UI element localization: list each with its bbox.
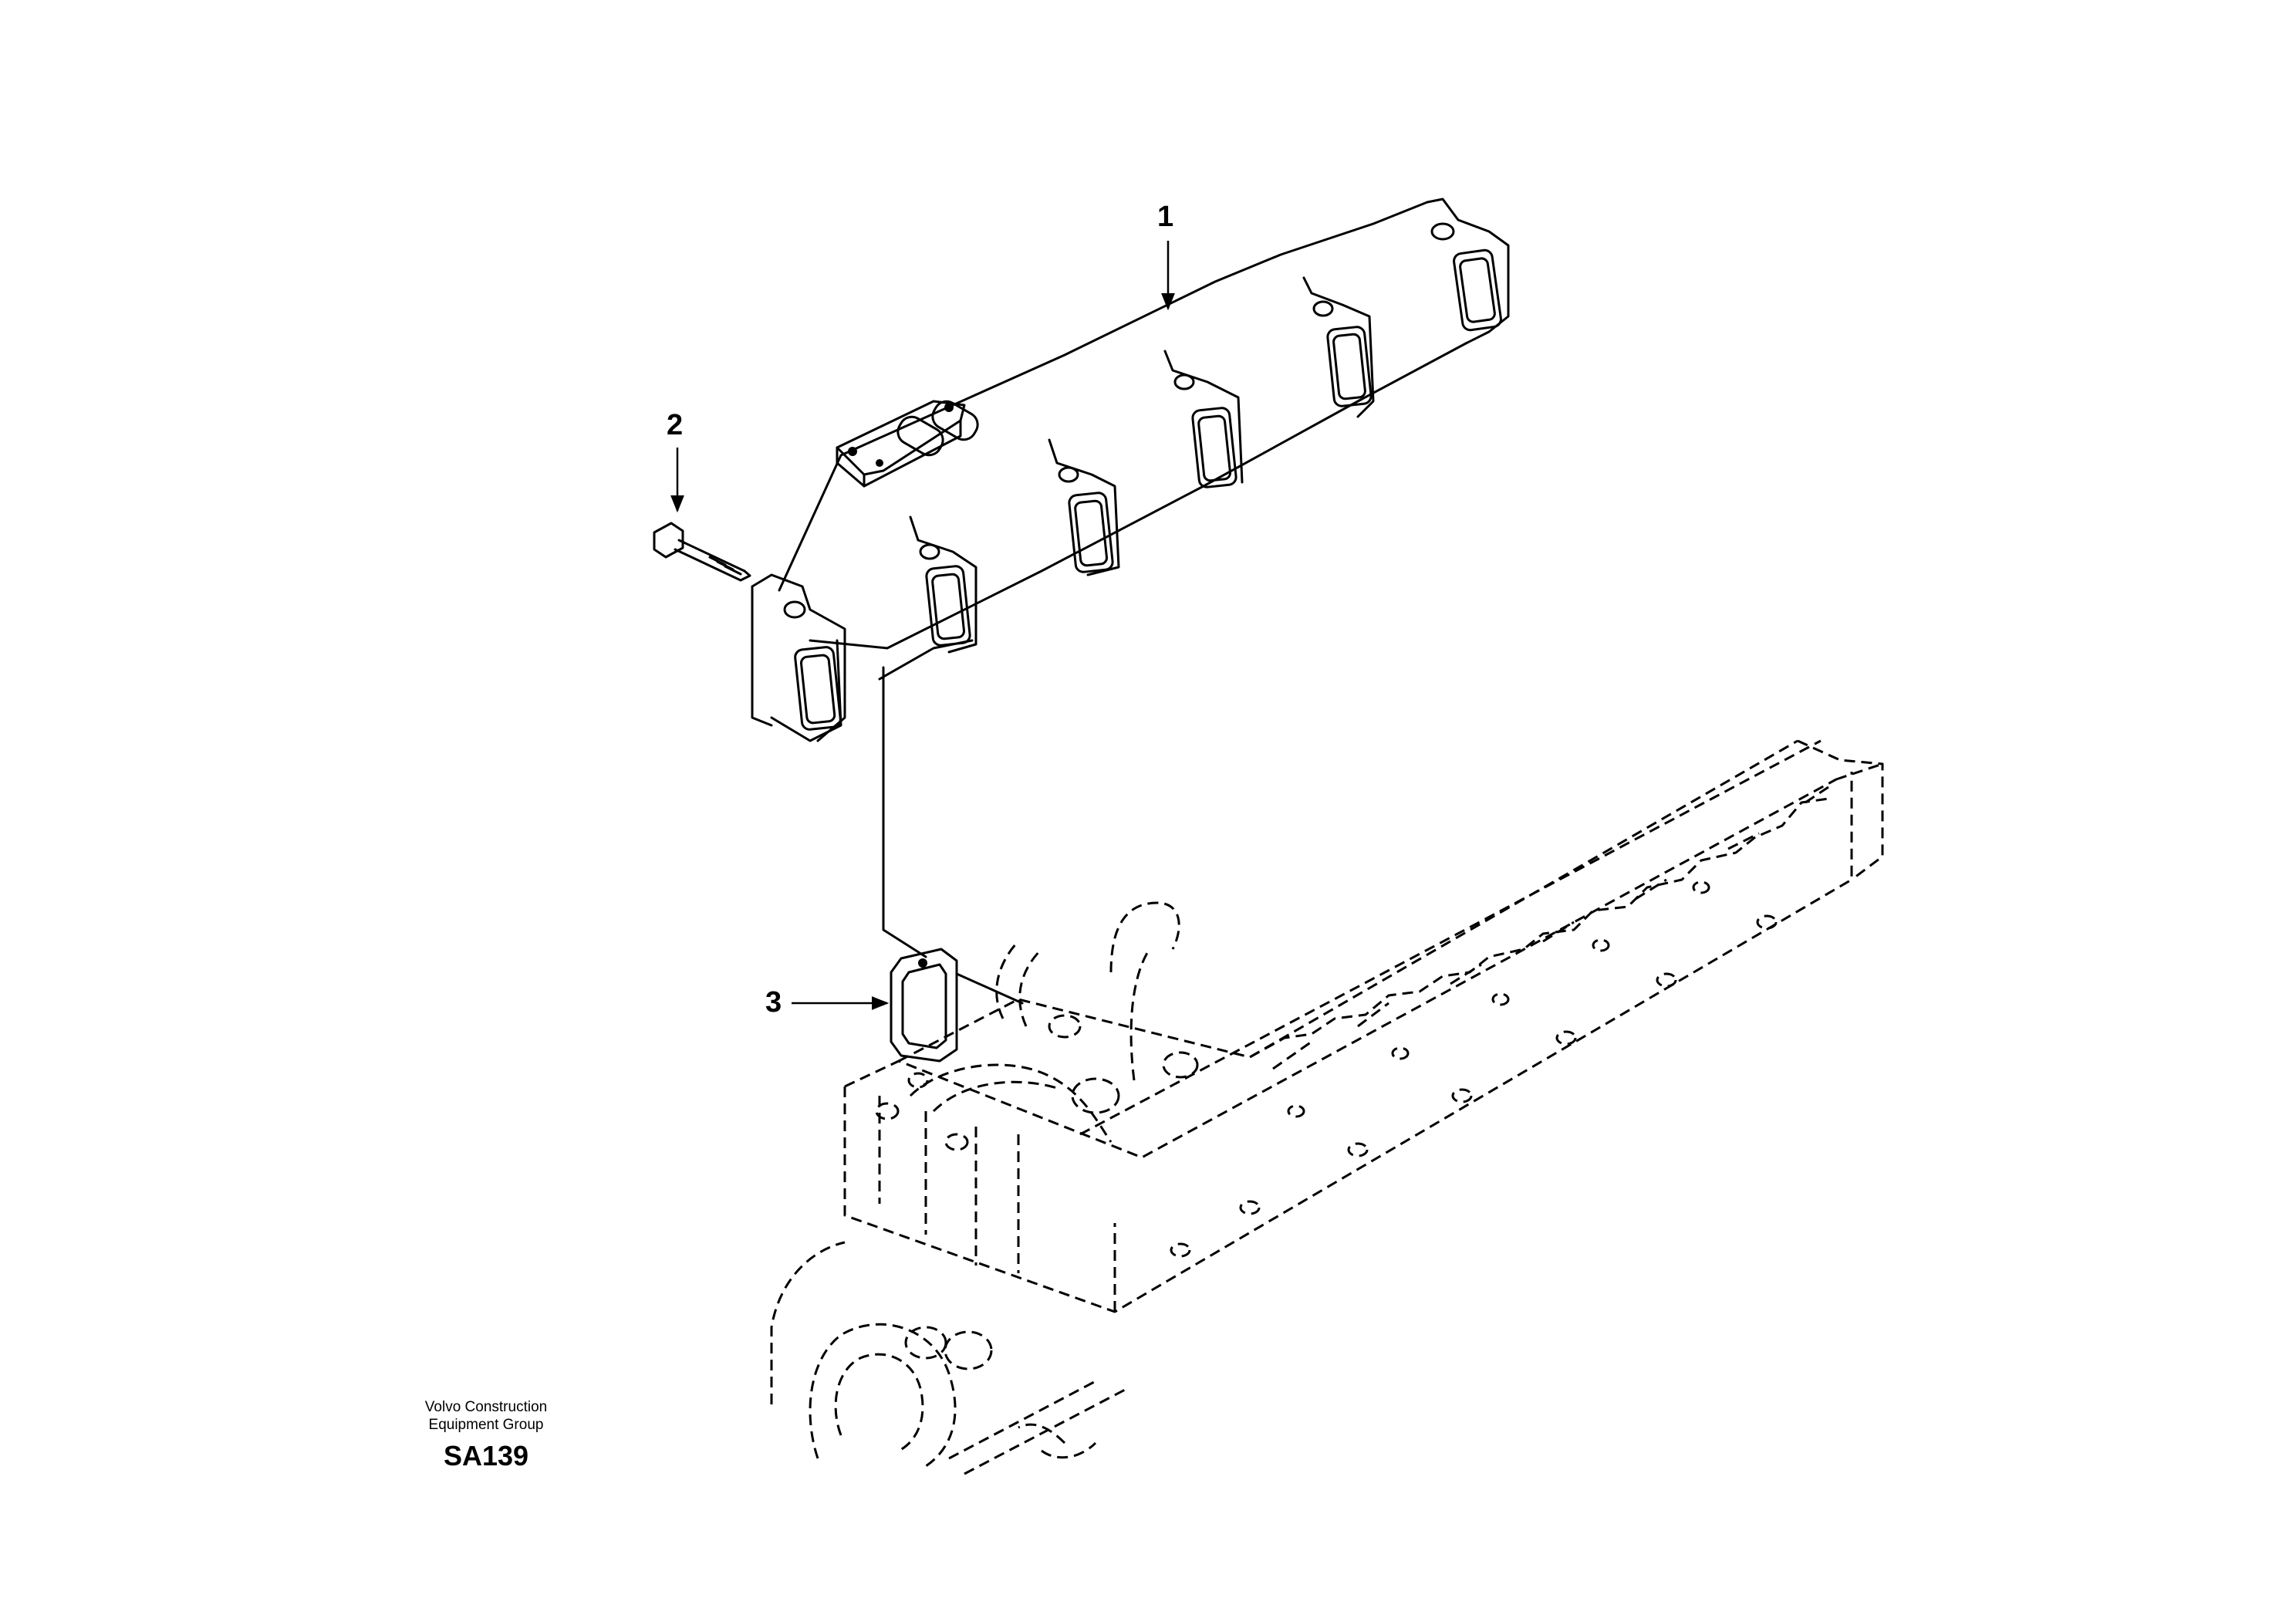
gasket-part xyxy=(890,948,958,1063)
publisher-name-line1: Volvo Construction xyxy=(424,1399,548,1415)
callout-label-1: 1 xyxy=(1157,201,1174,233)
publisher-credit: Volvo Construction Equipment Group SA139 xyxy=(386,1398,586,1472)
callout-label-3: 3 xyxy=(765,986,782,1019)
exhaust-manifold xyxy=(751,198,1510,742)
callout-label-2: 2 xyxy=(667,409,684,441)
assembly-line xyxy=(882,666,1024,1005)
diagram-code: SA139 xyxy=(443,1440,529,1472)
engine-block-outline xyxy=(770,739,1884,1475)
publisher-name-line2: Equipment Group xyxy=(428,1417,544,1433)
bolt-part xyxy=(653,522,751,582)
